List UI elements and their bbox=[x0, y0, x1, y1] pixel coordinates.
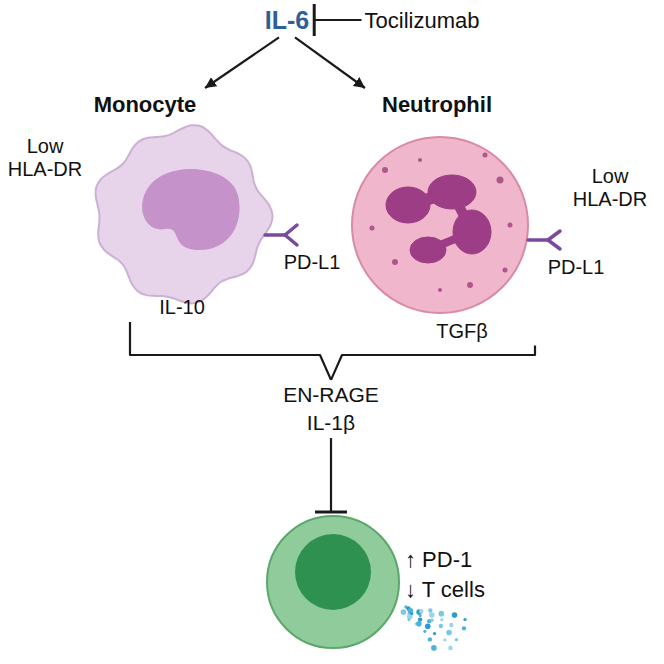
particle bbox=[428, 608, 432, 612]
cytokine-label: TGFβ bbox=[436, 320, 488, 343]
particle bbox=[431, 645, 437, 651]
particle bbox=[428, 637, 432, 641]
mediator-node: EN-RAGE IL-1β bbox=[280, 380, 382, 438]
drug-node: Tocilizumab bbox=[362, 5, 483, 36]
pdl1-receptor bbox=[265, 225, 297, 245]
connector-line bbox=[330, 438, 332, 512]
particle bbox=[416, 621, 422, 627]
connector-line bbox=[295, 37, 365, 88]
cytokine-node: IL-6 bbox=[262, 3, 312, 38]
monocyte-cell bbox=[96, 125, 273, 303]
particle bbox=[449, 623, 453, 627]
connector-line bbox=[331, 346, 535, 380]
inhibition-bar bbox=[313, 4, 316, 36]
effect-label: ↓ T cells bbox=[405, 577, 485, 602]
particle bbox=[410, 612, 413, 615]
pdl1-receptor bbox=[528, 231, 560, 249]
particle bbox=[407, 618, 410, 621]
inhibition-connector bbox=[314, 4, 361, 36]
particle bbox=[446, 630, 452, 636]
receptor-label: PD-L1 bbox=[284, 251, 341, 274]
inhibition-bar bbox=[315, 511, 347, 514]
particle bbox=[448, 646, 452, 650]
receptor-label: PD-L1 bbox=[548, 256, 605, 279]
connector bbox=[295, 37, 365, 88]
particle bbox=[419, 609, 423, 613]
connector bbox=[130, 322, 331, 380]
marker-label: Low HLA-DR bbox=[569, 165, 651, 211]
particle bbox=[440, 618, 443, 621]
drug-label: Tocilizumab bbox=[365, 8, 480, 33]
cell-node: NeutrophilLow HLA-DR PD-L1TGFβ bbox=[347, 88, 658, 346]
cell-title: Neutrophil bbox=[382, 92, 492, 117]
t-cell-node: ↑ PD-1 ↓ T cells bbox=[263, 512, 520, 652]
cytokine-label: IL-6 bbox=[265, 6, 309, 35]
cell-title: Monocyte bbox=[94, 92, 197, 117]
monocyte-nucleus bbox=[142, 169, 239, 250]
inhibition-connector bbox=[315, 438, 347, 512]
particle bbox=[443, 638, 446, 641]
t-cell-nucleus bbox=[295, 534, 371, 610]
particle bbox=[430, 619, 433, 622]
dying-cell-particles bbox=[401, 605, 467, 650]
connector-line bbox=[130, 322, 331, 380]
particle bbox=[462, 626, 466, 630]
particle bbox=[455, 638, 458, 641]
particle bbox=[423, 630, 426, 633]
effect-label: ↑ PD-1 bbox=[405, 547, 472, 572]
neutrophil-nucleus bbox=[386, 175, 491, 263]
cytokine-label: IL-10 bbox=[159, 296, 205, 319]
mediator-label: EN-RAGE bbox=[283, 383, 379, 407]
cell-node: MonocyteLow HLA-DR PD-L1IL-10 bbox=[1, 88, 345, 322]
particle bbox=[419, 614, 422, 617]
particle bbox=[439, 611, 445, 617]
connector-line bbox=[205, 37, 279, 88]
particle bbox=[425, 623, 431, 629]
particle bbox=[463, 618, 466, 621]
neutrophil-cell bbox=[352, 137, 528, 313]
particle bbox=[401, 609, 407, 615]
particle bbox=[429, 612, 435, 618]
connector bbox=[205, 37, 279, 88]
mediator-label: IL-1β bbox=[307, 411, 355, 435]
marker-label: Low HLA-DR bbox=[4, 135, 86, 181]
connector-line bbox=[314, 19, 361, 21]
t-cell bbox=[267, 516, 399, 648]
granules bbox=[370, 153, 513, 293]
connector bbox=[331, 346, 535, 380]
particle bbox=[433, 632, 436, 635]
particle bbox=[452, 612, 458, 618]
particle bbox=[439, 624, 443, 628]
